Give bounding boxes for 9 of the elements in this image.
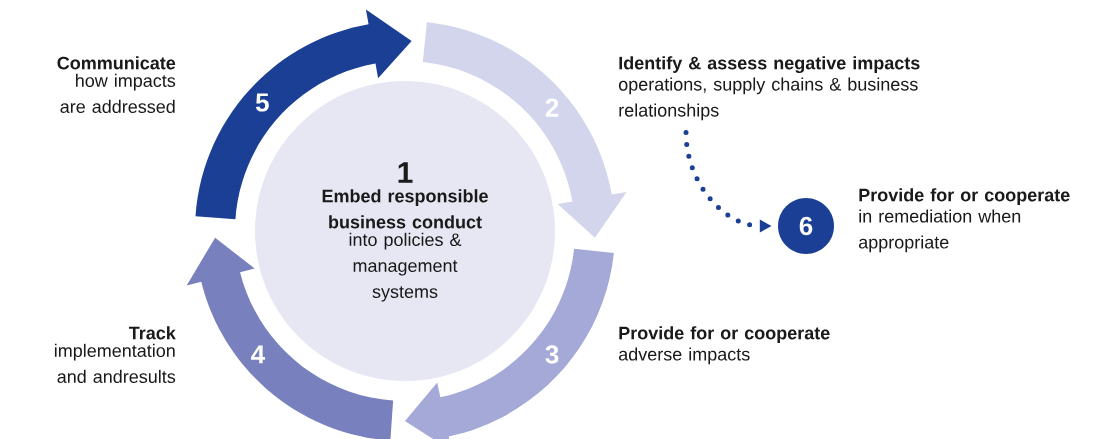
step-description: implementation and andresults — [54, 343, 176, 384]
step-heading: Communicate — [57, 56, 176, 70]
step-description: in remediation when appropriate — [859, 209, 1021, 253]
step-heading: Provide for or cooperate — [859, 188, 1070, 205]
step-description: how impacts are addressed — [60, 73, 176, 114]
step-heading: Track — [128, 326, 176, 340]
step-description: adverse impacts — [619, 347, 750, 365]
step-heading: Provide for or cooperate — [619, 326, 830, 343]
step-number: 1 — [398, 162, 413, 183]
